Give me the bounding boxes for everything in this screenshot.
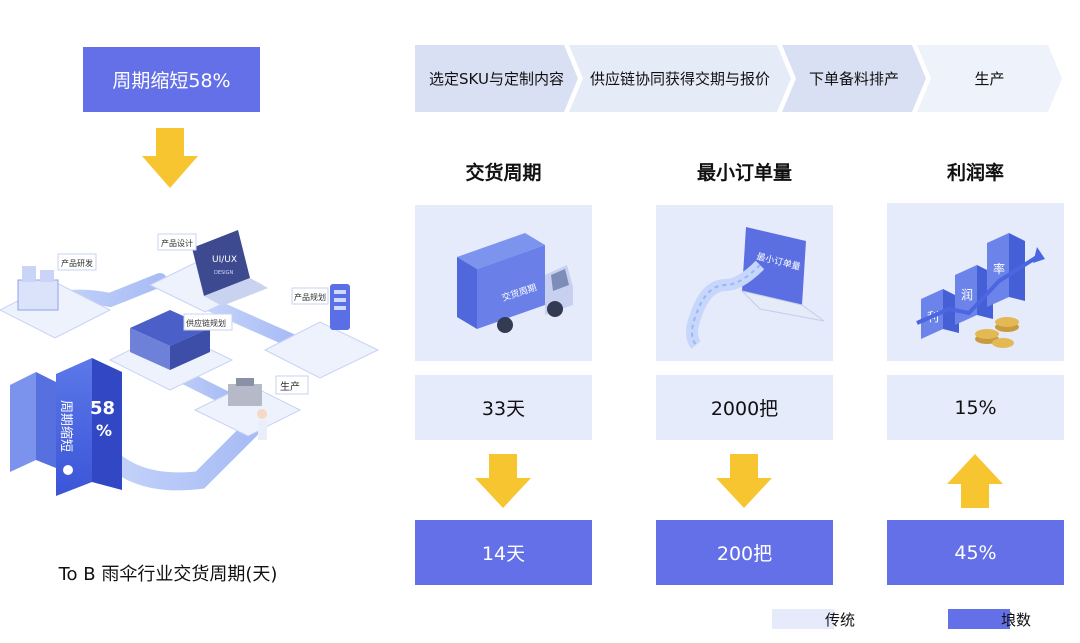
block-char-2: 润 xyxy=(961,288,973,302)
label-rd-text: 产品研发 xyxy=(61,258,93,268)
step-supply-chain-label: 供应链协同获得交期与报价 xyxy=(589,70,770,88)
margin-traditional-value: 15% xyxy=(887,375,1064,440)
label-design: 产品设计 xyxy=(157,233,197,251)
legend-swatch-traditional xyxy=(772,609,834,629)
moq-down-arrow-icon xyxy=(716,454,772,508)
margin-new-value: 45% xyxy=(887,520,1064,585)
delivery-new-value: 14天 xyxy=(415,520,592,585)
laptop-ui-label: UI/UX xyxy=(212,255,237,265)
moq-traditional-value: 2000把 xyxy=(656,375,833,440)
tower-pct-sign: % xyxy=(96,421,112,440)
moq-new-value: 200把 xyxy=(656,520,833,585)
moq-laptop-panel: 最小订单量 xyxy=(656,205,833,361)
delivery-down-arrow-icon xyxy=(475,454,531,508)
step-select-sku-label: 选定SKU与定制内容 xyxy=(429,70,564,88)
label-supply: 供应链规划 xyxy=(183,313,233,331)
legend-swatch-new xyxy=(948,609,1010,629)
metric-title-margin: 利润率 xyxy=(946,162,1004,184)
margin-blocks-panel: 利 润 率 xyxy=(887,203,1064,361)
step-prepare-materials-label: 下单备料排产 xyxy=(808,70,899,88)
laptop-design-label: DESIGN xyxy=(214,270,234,276)
label-design-text: 产品设计 xyxy=(161,238,193,248)
label-supply-text: 供应链规划 xyxy=(186,318,226,328)
factory-illustration: UI/UX DESIGN 产品研发 产品设计 产品规划 供应链规划 生产 周期缩… xyxy=(0,230,380,496)
metric-title-delivery: 交货周期 xyxy=(465,162,542,184)
legend-label-new: 埌数 xyxy=(1001,611,1032,629)
margin-up-arrow-icon xyxy=(947,454,1003,508)
clock-icon xyxy=(63,465,73,475)
step-prepare-materials: 下单备料排产 xyxy=(782,45,926,112)
legend-label-traditional: 传统 xyxy=(825,611,856,629)
label-rd: 产品研发 xyxy=(57,253,97,271)
delivery-truck-panel: 交货周期 xyxy=(415,205,592,361)
block-char-3: 率 xyxy=(993,261,1005,276)
headline-box: 周期缩短58% xyxy=(83,47,260,112)
label-plan-text: 产品规划 xyxy=(294,292,326,302)
headline-text: 周期缩短58% xyxy=(112,70,231,92)
label-plan: 产品规划 xyxy=(291,287,329,305)
caption: To B 雨伞行业交货周期(天) xyxy=(58,564,278,585)
truck-icon: 交货周期 xyxy=(457,233,573,333)
growth-blocks-icon: 利 润 率 xyxy=(916,233,1045,348)
order-laptop-icon: 最小订单量 xyxy=(686,227,825,349)
metric-title-moq: 最小订单量 xyxy=(696,162,792,184)
tower-pct: 58 xyxy=(90,398,115,419)
down-arrow-icon xyxy=(142,128,198,188)
step-select-sku: 选定SKU与定制内容 xyxy=(415,45,578,112)
delivery-traditional-value: 33天 xyxy=(415,375,592,440)
step-production-label: 生产 xyxy=(974,70,1005,88)
tower-text: 周期缩短 xyxy=(58,400,74,452)
label-production-text: 生产 xyxy=(280,380,300,393)
label-production: 生产 xyxy=(275,375,309,395)
step-supply-chain: 供应链协同获得交期与报价 xyxy=(569,45,791,112)
step-production: 生产 xyxy=(917,45,1062,112)
